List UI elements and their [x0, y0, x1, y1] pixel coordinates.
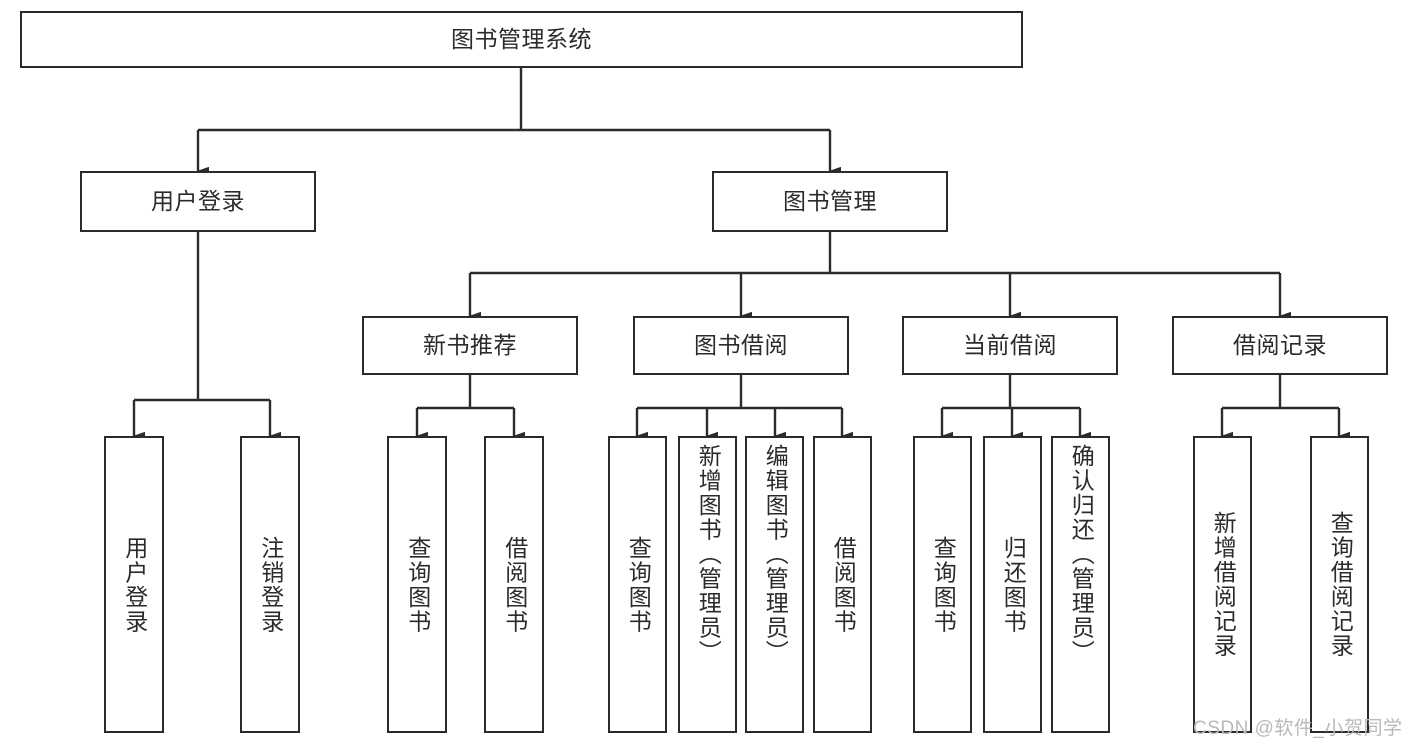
node-leaf-edit-book-admin[interactable]: 编辑图书（管理员）	[745, 436, 804, 733]
node-leaf-logout-login[interactable]: 注销登录	[240, 436, 300, 733]
node-label: 查询借阅记录	[1327, 511, 1354, 658]
csdn-watermark: CSDN @软件_小贺同学	[1193, 718, 1403, 739]
node-label: 图书管理	[783, 187, 877, 214]
node-label: 确认归还（管理员）	[1068, 444, 1095, 665]
node-label: 新增图书（管理员）	[695, 444, 722, 665]
node-leaf-borrow-book[interactable]: 借阅图书	[813, 436, 872, 733]
node-label: 编辑图书（管理员）	[762, 444, 789, 665]
node-user-login[interactable]: 用户登录	[80, 171, 316, 232]
node-current-borrow[interactable]: 当前借阅	[902, 316, 1118, 375]
node-label: 查询图书	[930, 535, 957, 634]
node-leaf-query-book-borrow[interactable]: 查询图书	[608, 436, 667, 733]
node-label: 注销登录	[257, 535, 284, 634]
node-leaf-confirm-return-admin[interactable]: 确认归还（管理员）	[1051, 436, 1110, 733]
node-leaf-user-login[interactable]: 用户登录	[104, 436, 164, 733]
node-label: 新增借阅记录	[1210, 511, 1237, 658]
node-leaf-add-borrow-record[interactable]: 新增借阅记录	[1193, 436, 1252, 733]
node-leaf-query-book-recommend[interactable]: 查询图书	[387, 436, 447, 733]
node-borrow-record[interactable]: 借阅记录	[1172, 316, 1388, 375]
node-new-book-recommend[interactable]: 新书推荐	[362, 316, 578, 375]
node-label: 图书借阅	[694, 331, 788, 358]
node-label: 查询图书	[625, 535, 652, 634]
node-label: 查询图书	[404, 535, 431, 634]
node-leaf-borrow-book-recommend[interactable]: 借阅图书	[484, 436, 544, 733]
node-label: 新书推荐	[423, 331, 517, 358]
node-label: 借阅图书	[830, 535, 857, 634]
node-label: 当前借阅	[963, 331, 1057, 358]
node-label: 借阅记录	[1233, 331, 1327, 358]
node-book-management[interactable]: 图书管理	[712, 171, 948, 232]
node-leaf-query-book-current[interactable]: 查询图书	[913, 436, 972, 733]
node-leaf-return-book[interactable]: 归还图书	[983, 436, 1042, 733]
node-label: 归还图书	[1000, 535, 1027, 634]
node-label: 用户登录	[151, 187, 245, 214]
node-label: 用户登录	[121, 535, 148, 634]
node-book-borrow[interactable]: 图书借阅	[633, 316, 849, 375]
node-label: 图书管理系统	[451, 25, 592, 52]
node-label: 借阅图书	[501, 535, 528, 634]
node-book-management-system[interactable]: 图书管理系统	[20, 11, 1023, 68]
node-leaf-add-book-admin[interactable]: 新增图书（管理员）	[678, 436, 737, 733]
node-leaf-query-borrow-record[interactable]: 查询借阅记录	[1310, 436, 1369, 733]
